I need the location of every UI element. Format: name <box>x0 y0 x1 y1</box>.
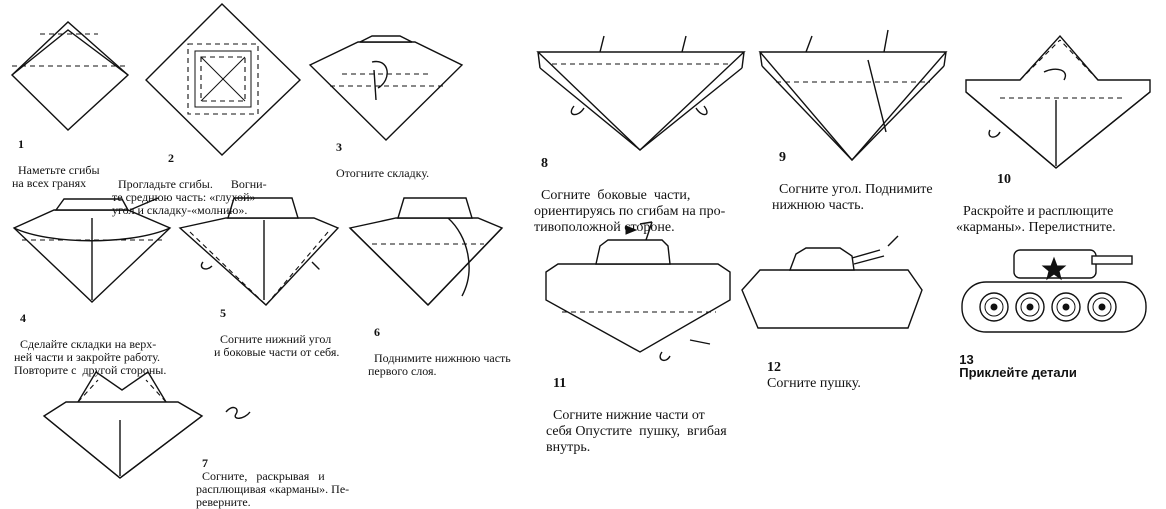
step-4-number: 4 <box>20 311 26 325</box>
step-3-text: Отогните складку. <box>336 166 430 180</box>
step-8-number: 8 <box>541 156 548 171</box>
step-7-text: Согните, раскрывая и расплющивая «карман… <box>196 469 350 509</box>
step-9-number: 9 <box>779 150 786 165</box>
step-6-text: Поднимите нижнюю часть первого слоя. <box>368 351 511 378</box>
step-12-caption: 12 Согните пушку. <box>760 344 861 392</box>
step-8-figure <box>536 35 746 151</box>
step-3-figure <box>308 35 464 141</box>
step-12-figure <box>741 235 923 329</box>
step-9-figure <box>758 29 948 162</box>
step-10-text: Раскройте и расплющите «карманы». Перели… <box>956 204 1116 235</box>
step-5-caption: 5 Согните нижний угол и боковые части от… <box>214 294 339 359</box>
step-7-number: 7 <box>202 456 208 470</box>
step-5-text: Согните нижний угол и боковые части от с… <box>214 332 340 359</box>
step-10-figure <box>965 34 1151 169</box>
step-13-text: Приклейте детали <box>959 365 1077 380</box>
step-12-text: Согните пушку. <box>767 376 861 391</box>
step-12-number: 12 <box>767 360 781 375</box>
step-7-caption: 7 Согните, раскрывая и расплющивая «карм… <box>196 444 349 509</box>
step-13-caption: 13 Приклейте детали <box>952 340 1077 379</box>
step-3-number: 3 <box>336 140 342 154</box>
step-1-number: 1 <box>18 137 24 151</box>
step-3-caption: 3 Отогните складку. <box>330 128 429 180</box>
step-4-caption: 4 Сделайте складки на верх- ней части и … <box>14 299 166 377</box>
step-9-text: Согните угол. Поднимите нижнюю часть. <box>772 182 933 213</box>
step-5-figure <box>178 197 340 306</box>
origami-tank-diagram <box>10 3 1151 479</box>
step-11-figure <box>545 221 731 362</box>
step-2-text: Прогладьте сгибы. Вогни- те среднюю част… <box>112 177 267 217</box>
tank-wheel-1 <box>979 292 1009 322</box>
step-11-number: 11 <box>553 376 567 391</box>
step-6-caption: 6 Поднимите нижнюю часть первого слоя. <box>368 313 511 378</box>
step-11-caption: 11 Согните нижние части от себя Опустите… <box>546 360 727 456</box>
step-6-number: 6 <box>374 325 380 339</box>
step-1-caption: 1 Наметьте сгибы на всех гранях <box>12 125 100 190</box>
step-11-text: Согните нижние части от себя Опустите пу… <box>546 408 727 455</box>
step-8-text: Согните боковые части, ориентируясь по с… <box>534 188 726 235</box>
step-7-figure <box>42 370 251 479</box>
step-9-caption: 9 Согните угол. Поднимите нижнюю часть. <box>772 134 933 214</box>
step-13-figure <box>961 249 1147 333</box>
step-10-caption: 10 Раскройте и расплющите «карманы». Пер… <box>956 156 1116 236</box>
step-10-number: 10 <box>997 172 1011 187</box>
step-13-number: 13 <box>959 352 974 367</box>
step-2-figure <box>145 3 302 156</box>
step-1-figure <box>10 21 130 131</box>
step-8-caption: 8 Согните боковые части, ориентируясь по… <box>534 140 725 236</box>
step-1-text: Наметьте сгибы на всех гранях <box>12 163 100 190</box>
tank-wheel-4 <box>1087 292 1117 322</box>
tank-wheel-3 <box>1051 292 1081 322</box>
step-4-text: Сделайте складки на верх- ней части и за… <box>14 337 167 377</box>
tank-wheel-2 <box>1015 292 1045 322</box>
step-5-number: 5 <box>220 306 226 320</box>
step-2-caption: 2 Прогладьте сгибы. Вогни- те среднюю ча… <box>112 139 267 217</box>
step-4-figure <box>12 197 172 303</box>
step-6-figure <box>348 197 504 306</box>
step-2-number: 2 <box>168 151 174 165</box>
